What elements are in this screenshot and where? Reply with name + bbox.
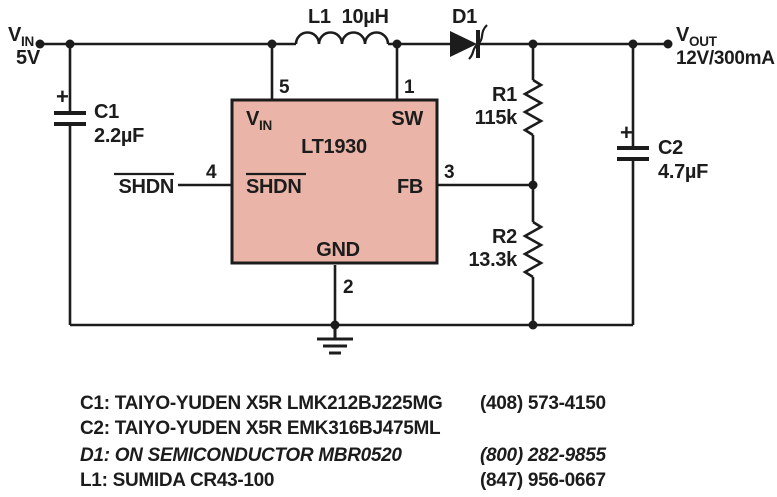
inductor-l1-coil	[294, 31, 390, 45]
parts-list-phone: (800) 282-9855	[480, 445, 606, 466]
junction-dot	[65, 39, 75, 49]
pin5-number: 5	[279, 77, 290, 98]
junction-dot	[330, 320, 340, 330]
ic-pin-vin-label: VIN	[246, 108, 272, 133]
junction-dot	[663, 39, 673, 49]
c1-ref-label: C1	[94, 101, 119, 123]
pin1-number: 1	[404, 77, 415, 98]
junction-dot	[628, 39, 638, 49]
diode-d1-triangle	[450, 31, 477, 57]
shdn-input-label: SHDN	[119, 176, 174, 198]
c2-ref-label: C2	[658, 137, 683, 159]
pin3-number: 3	[444, 162, 454, 183]
parts-list-row: D1: ON SEMICONDUCTOR MBR0520	[80, 445, 402, 466]
ic-part-number: LT1930	[301, 136, 367, 158]
c1-polarity-sign: +	[56, 84, 69, 109]
junction-dot	[528, 39, 538, 49]
junction-dot	[528, 320, 538, 330]
vin-label-sub: IN	[21, 34, 34, 49]
r2-ref-label: R2	[492, 226, 517, 248]
junction-dot	[392, 39, 402, 49]
r2-value-label: 13.3k	[468, 249, 518, 271]
vout-label-sub: OUT	[689, 34, 718, 49]
resistor-r2-zigzag	[522, 220, 544, 279]
c2-value-label: 4.7µF	[658, 161, 708, 183]
ic-pin-shdn-label: SHDN	[246, 176, 301, 198]
ic-pin-vin-sub: IN	[259, 118, 272, 133]
junction-dot	[35, 39, 45, 49]
c1-value-label: 2.2µF	[94, 125, 144, 147]
ic-pin-sw-label: SW	[391, 108, 423, 130]
vout-value-label: 12V/300mA	[676, 48, 775, 69]
parts-list-phone: (847) 956-0667	[480, 470, 606, 491]
parts-list-row: L1: SUMIDA CR43-100	[80, 470, 274, 491]
l1-ref: L1	[308, 6, 331, 28]
r1-ref-label: R1	[492, 84, 517, 106]
d1-label: D1	[452, 6, 477, 28]
junction-dot	[528, 180, 538, 190]
parts-list-phone: (408) 573-4150	[480, 393, 606, 414]
pin2-number: 2	[343, 277, 353, 298]
parts-list-row: C2: TAIYO-YUDEN X5R EMK316BJ475ML	[80, 418, 441, 439]
junction-dot	[267, 39, 277, 49]
diode-d1-squiggle	[468, 24, 488, 60]
vin-label-main: V	[8, 24, 22, 46]
l1-value: 10µH	[342, 6, 389, 28]
resistor-r1-zigzag	[522, 78, 544, 137]
parts-list-row: C1: TAIYO-YUDEN X5R LMK212BJ225MG	[80, 393, 442, 414]
r1-value-label: 115k	[475, 107, 518, 129]
ic-pin-vin-main: V	[246, 108, 260, 130]
vout-terminal-label: VOUT	[676, 24, 718, 49]
ic-lt1930-body	[230, 98, 439, 265]
vin-value-label: 5V	[16, 47, 41, 69]
c2-polarity-sign: +	[620, 120, 633, 145]
l1-label: L1 10µH	[308, 6, 389, 28]
vin-terminal-label: VIN	[8, 24, 34, 49]
ic-pin-fb-label: FB	[397, 176, 423, 198]
vout-label-main: V	[676, 24, 690, 46]
pin4-number: 4	[206, 162, 217, 183]
ic-pin-gnd-label: GND	[316, 239, 360, 261]
